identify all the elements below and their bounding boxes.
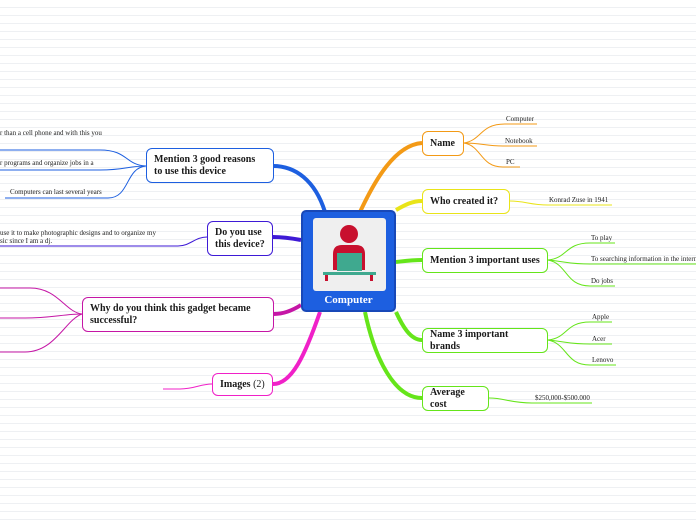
topic-successful[interactable]: Why do you think this gadget became succ… (82, 297, 274, 332)
topic-brands[interactable]: Name 3 important brands (422, 328, 548, 353)
leaf-do-you-use-1[interactable]: use it to make photographic designs and … (0, 229, 156, 237)
link-brand-apple (547, 321, 612, 341)
topic-name-label: Name (430, 137, 455, 149)
branch-do-you-use (272, 235, 302, 242)
leaf-reason-1[interactable]: r than a cell phone and with this you (0, 129, 102, 137)
topic-brands-label: Name 3 important brands (430, 328, 509, 352)
leaf-reason-2[interactable]: r programs and organize jobs in a (0, 159, 94, 167)
topic-uses-label: Mention 3 important uses (430, 254, 540, 266)
topic-cost-label: Average cost (430, 386, 465, 410)
link-who-konrad (509, 200, 612, 206)
topic-do-you-use-label: Do you use this device? (215, 226, 265, 250)
topic-who-created-label: Who created it? (430, 195, 499, 207)
leaf-name-computer[interactable]: Computer (506, 115, 534, 123)
branch-reasons (272, 164, 327, 213)
link-name-computer (463, 123, 537, 144)
leaf-use-search[interactable]: To searching information in the internet (591, 255, 696, 263)
topic-images-label: Images (220, 378, 251, 390)
topic-reasons[interactable]: Mention 3 good reasons to use this devic… (146, 148, 274, 183)
link-images (163, 383, 213, 390)
branch-cost (363, 311, 423, 400)
leaf-cost-value[interactable]: $250,000-$500.000 (535, 394, 590, 402)
link-brand-lenovo (547, 339, 616, 366)
leaf-do-you-use-2[interactable]: sic since I am a dj. (0, 237, 53, 245)
leaf-reason-3[interactable]: Computers can last several years (10, 188, 102, 196)
leaf-use-jobs[interactable]: Do jobs (591, 277, 613, 285)
leaf-name-notebook[interactable]: Notebook (505, 137, 533, 145)
link-name-notebook (463, 142, 537, 147)
link-successful-1 (0, 287, 83, 315)
topic-cost[interactable]: Average cost (422, 386, 489, 411)
link-successful-3 (0, 313, 83, 353)
topic-images[interactable]: Images (2) (212, 373, 273, 396)
topic-reasons-label: Mention 3 good reasons to use this devic… (154, 153, 256, 177)
link-name-pc (463, 142, 520, 168)
link-reason-3 (5, 165, 147, 199)
leaf-konrad-zuse[interactable]: Konrad Zuse in 1941 (549, 196, 609, 204)
link-reason-2 (0, 165, 147, 171)
branch-who-created (395, 199, 423, 212)
branch-name (358, 141, 423, 213)
central-topic-title: Computer (324, 294, 373, 306)
branch-uses (395, 258, 423, 264)
link-reason-1 (0, 149, 147, 167)
topic-who-created[interactable]: Who created it? (422, 189, 510, 214)
branch-brands (394, 311, 423, 342)
leaf-use-play[interactable]: To play (591, 234, 613, 242)
leaf-brand-lenovo[interactable]: Lenovo (592, 356, 614, 364)
topic-do-you-use[interactable]: Do you use this device? (207, 221, 273, 256)
link-uses-jobs (547, 259, 615, 287)
topic-successful-label: Why do you think this gadget became succ… (90, 302, 251, 326)
topic-images-count: (2) (253, 378, 265, 390)
leaf-name-pc[interactable]: PC (506, 158, 515, 166)
link-uses-search (547, 259, 696, 265)
leaf-brand-apple[interactable]: Apple (592, 313, 610, 321)
leaf-brand-acer[interactable]: Acer (592, 335, 606, 343)
central-topic[interactable]: Computer (301, 210, 396, 312)
person-at-computer-icon (313, 218, 386, 291)
branch-images (272, 311, 322, 386)
topic-uses[interactable]: Mention 3 important uses (422, 248, 548, 273)
link-cost-value (488, 397, 592, 404)
link-uses-play (547, 242, 615, 261)
link-do-you-use (0, 236, 208, 247)
link-brand-acer (547, 339, 612, 345)
link-successful-2 (0, 313, 83, 319)
topic-name[interactable]: Name (422, 131, 464, 156)
branch-successful (273, 303, 303, 316)
